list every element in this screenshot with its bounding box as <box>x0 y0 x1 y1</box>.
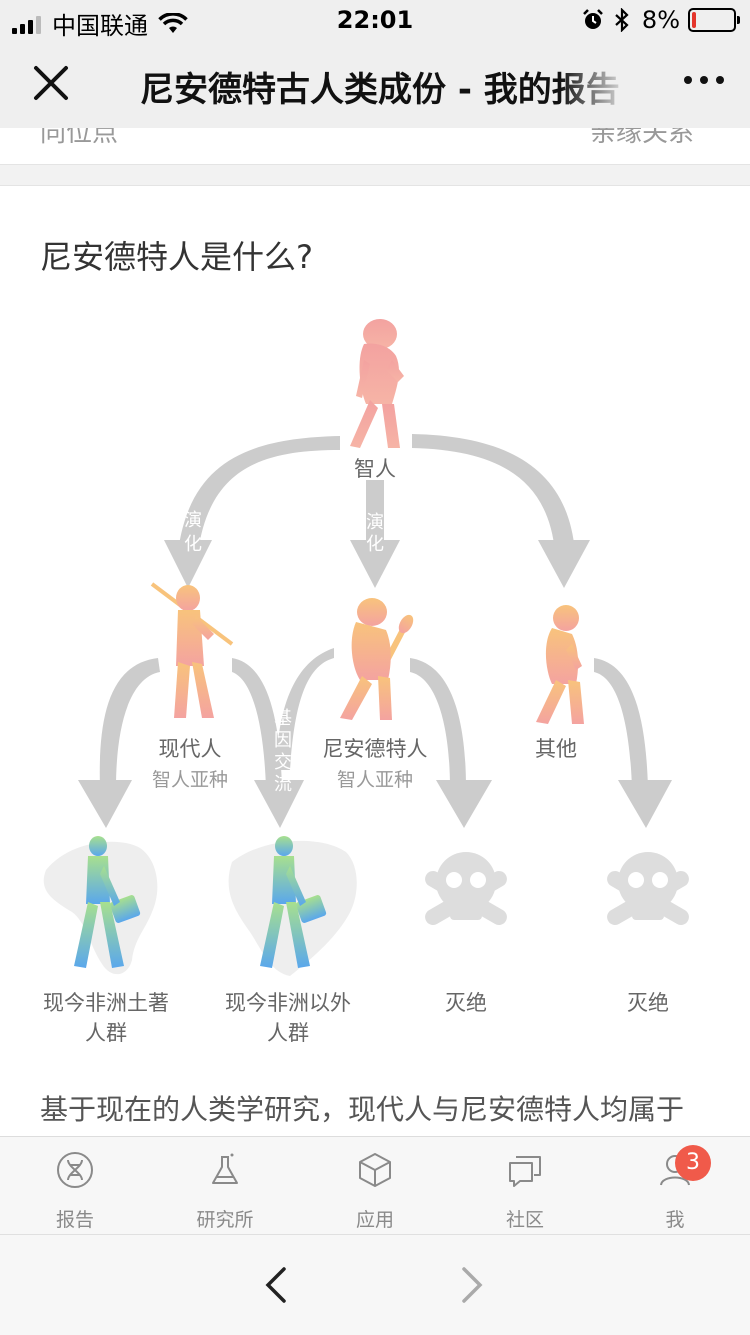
modern-label: 现代人 <box>159 738 222 761</box>
wifi-icon <box>158 12 188 33</box>
root-label: 智人 <box>354 458 396 481</box>
alarm-icon <box>583 9 603 29</box>
prev-left-text: 同位点 <box>40 128 119 148</box>
edge-label-exchange-1: 基 <box>274 708 292 728</box>
walker-nonafrica-icon <box>260 836 327 968</box>
edge-label-exchange-4: 流 <box>274 774 292 794</box>
edge-label-evolve-2a: 演 <box>366 512 384 532</box>
nav-bar: 尼安德特古人类成份 - 我的报告 <box>0 40 750 128</box>
tab-bar: 报告 研究所 应用 社区 3 我 <box>0 1136 750 1235</box>
cube-icon <box>359 1153 391 1187</box>
forward-arrow-icon[interactable] <box>456 1265 490 1305</box>
arrow-root-to-other <box>412 434 590 588</box>
bluetooth-icon <box>615 8 629 32</box>
tab-apps[interactable]: 应用 <box>300 1137 450 1235</box>
neanderthal-label: 尼安德特人 <box>323 738 428 761</box>
other-label: 其他 <box>535 738 577 761</box>
africa-label-2: 人群 <box>85 1022 127 1045</box>
carrier-name: 中国联通 <box>52 12 148 40</box>
previous-section-tail: 同位点 亲缘关系 <box>0 128 750 164</box>
page-title: 尼安德特古人类成份 - 我的报告 <box>140 62 630 111</box>
tab-me-label: 我 <box>665 1209 685 1231</box>
chat-icon <box>509 1156 541 1187</box>
africa-map-icon <box>43 841 158 975</box>
root-human-icon <box>350 319 404 448</box>
status-bar: 中国联通 22:01 8% <box>0 0 750 40</box>
neanderthal-sublabel: 智人亚种 <box>337 769 413 791</box>
edge-label-exchange-2: 因 <box>274 730 292 750</box>
arrow-root-to-neanderthal <box>350 480 400 588</box>
tab-apps-label: 应用 <box>355 1209 394 1231</box>
edge-label-evolve-1b: 化 <box>184 534 202 554</box>
extinct-skull-icon-2 <box>607 852 689 925</box>
edge-label-evolve-1a: 演 <box>184 510 202 530</box>
edge-label-evolve-2b: 化 <box>366 534 384 554</box>
section-title: 尼安德特人是什么? <box>40 238 313 276</box>
browser-toolbar <box>0 1234 750 1335</box>
section-body-text: 基于现在的人类学研究，现代人与尼安德特人均属于 <box>40 1093 685 1126</box>
extinct-label-1: 灭绝 <box>445 992 487 1015</box>
status-time: 22:01 <box>336 6 414 34</box>
battery-percent: 8% <box>641 6 680 34</box>
dna-icon <box>57 1152 93 1188</box>
more-options-icon[interactable] <box>676 76 724 84</box>
back-arrow-icon[interactable] <box>258 1265 292 1305</box>
modern-sublabel: 智人亚种 <box>152 769 228 791</box>
tab-institute-label: 研究所 <box>196 1209 254 1231</box>
tab-community[interactable]: 社区 <box>450 1137 600 1235</box>
section-divider <box>0 164 750 186</box>
arrow-neanderthal-to-extinct <box>410 658 492 828</box>
edge-label-exchange-3: 交 <box>274 752 292 772</box>
arrow-root-to-modern <box>164 436 340 588</box>
modern-human-icon <box>150 582 234 718</box>
evolution-diagram: 演 化 演 化 基 因 交 流 <box>43 319 689 1045</box>
walker-africa-icon <box>74 836 141 968</box>
arrow-modern-to-africa <box>78 658 160 828</box>
nonafrica-label-2: 人群 <box>267 1022 309 1045</box>
tab-me[interactable]: 3 我 <box>600 1137 750 1235</box>
tab-community-label: 社区 <box>505 1209 544 1231</box>
arrow-other-to-extinct <box>594 658 672 828</box>
prev-right-text: 亲缘关系 <box>590 128 695 148</box>
neanderthal-icon <box>340 598 414 720</box>
notification-badge: 3 <box>675 1145 711 1181</box>
arrow-modern-to-nonafrica <box>232 658 304 828</box>
flask-icon <box>212 1153 238 1184</box>
tab-institute[interactable]: 研究所 <box>150 1137 300 1235</box>
other-hominin-icon <box>536 605 584 724</box>
status-right: 8% <box>582 6 740 34</box>
battery-icon <box>688 8 740 32</box>
extinct-label-2: 灭绝 <box>627 992 669 1015</box>
signal-icon <box>12 14 44 34</box>
status-left: 中国联通 <box>12 6 188 41</box>
tab-report-label: 报告 <box>55 1209 94 1231</box>
nonafrica-label-1: 现今非洲以外 <box>225 992 351 1015</box>
close-icon[interactable] <box>30 62 72 104</box>
extinct-skull-icon-1 <box>425 852 507 925</box>
africa-label-1: 现今非洲土著 <box>43 992 169 1015</box>
tab-report[interactable]: 报告 <box>0 1137 150 1235</box>
arrow-neanderthal-to-nonafrica <box>276 648 334 770</box>
